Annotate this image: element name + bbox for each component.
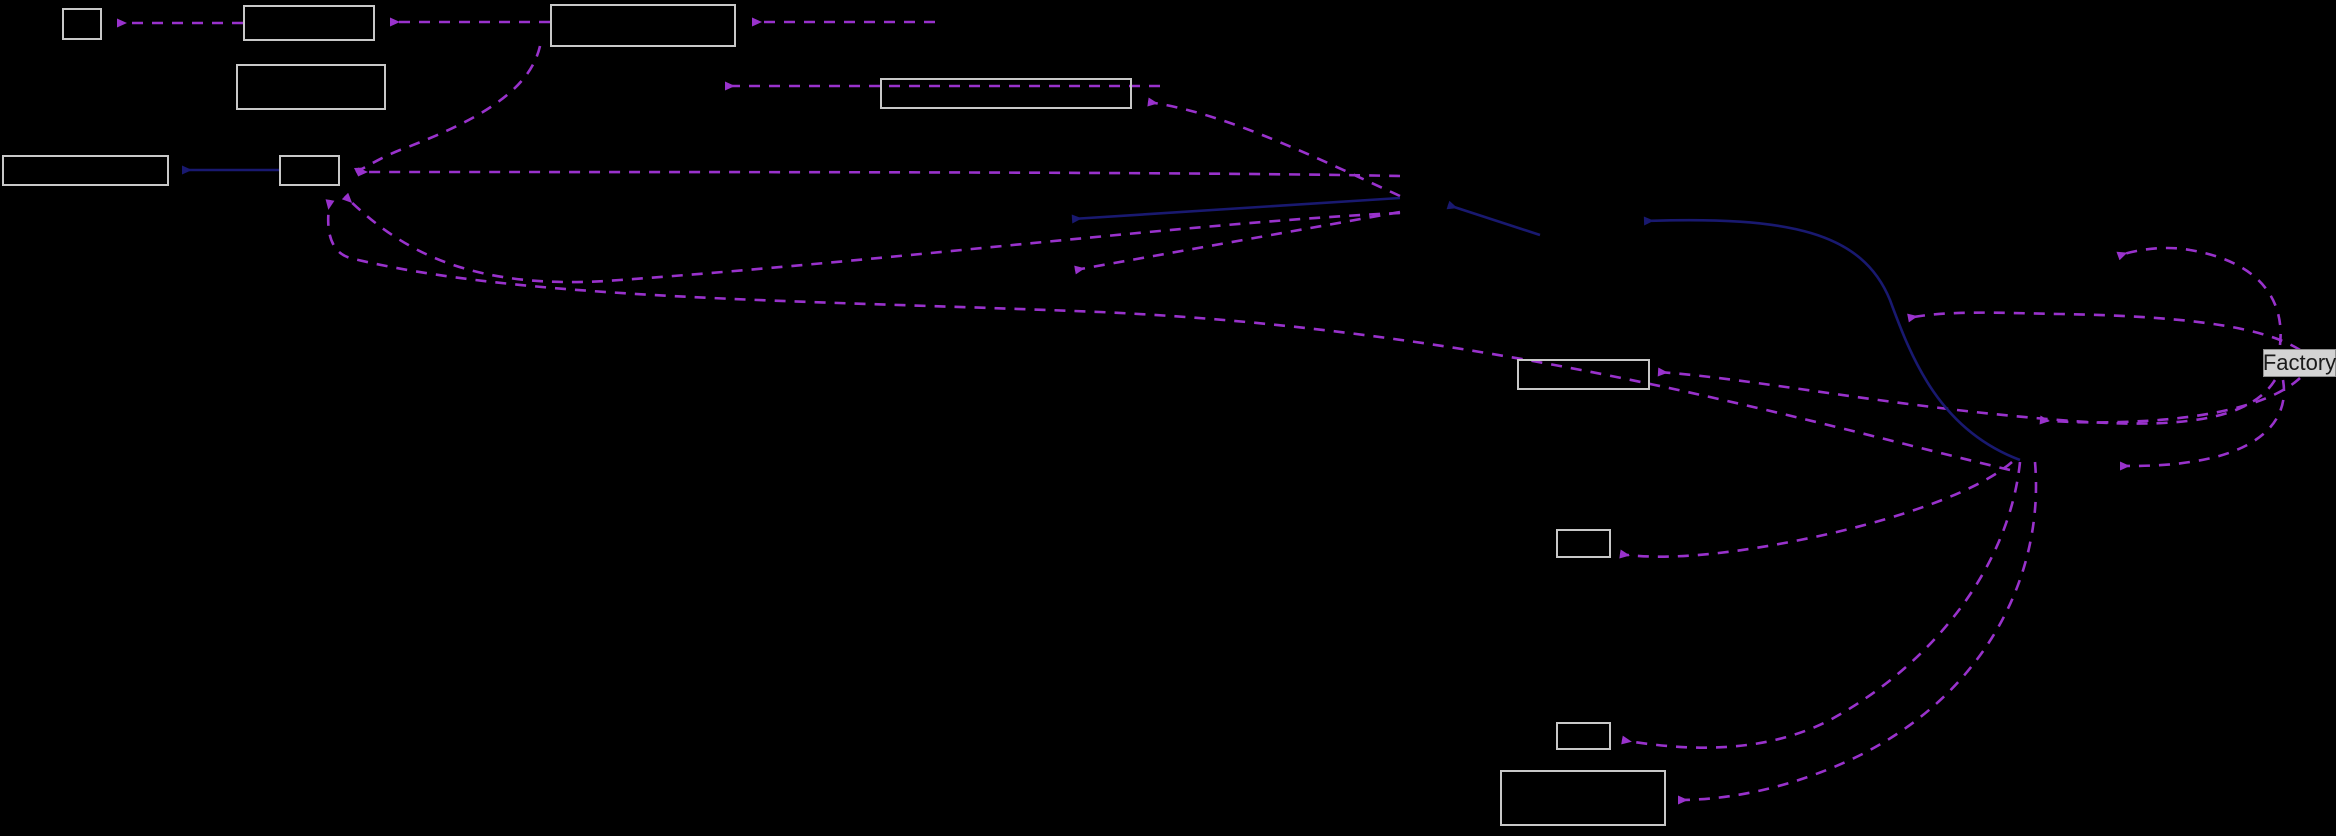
edge-factory-n9 bbox=[1621, 461, 2022, 749]
edge-factory-f3 bbox=[2039, 377, 2301, 425]
node-box[interactable] bbox=[2, 155, 169, 186]
edge-hub-n6-lower bbox=[341, 192, 1401, 284]
node-box[interactable] bbox=[550, 4, 736, 47]
edge-hub-fanmid bbox=[1074, 210, 1401, 275]
node-box[interactable] bbox=[1500, 770, 1666, 826]
node-box[interactable] bbox=[236, 64, 386, 110]
edge-hub-stub bbox=[1446, 200, 1541, 237]
edge-bottom-sweep bbox=[325, 199, 2011, 472]
edge-hub-n6 bbox=[357, 167, 1401, 178]
node-box[interactable] bbox=[279, 155, 340, 186]
edge-group-inheritance bbox=[182, 165, 2021, 462]
node-box[interactable] bbox=[880, 78, 1132, 109]
edge-hub-n4 bbox=[1147, 97, 1401, 198]
node-box[interactable] bbox=[243, 5, 375, 41]
edge-factory-f1 bbox=[2116, 246, 2282, 346]
node-box[interactable] bbox=[1556, 529, 1611, 558]
edge-factory-f4 bbox=[2119, 379, 2286, 471]
edge-factory-n7 bbox=[1657, 367, 2277, 425]
edge-factory-blue bbox=[1643, 216, 2021, 462]
node-factory-label: Factory bbox=[2262, 350, 2336, 375]
edge-factory-n10 bbox=[1677, 461, 2038, 805]
edge-factory-f2 bbox=[1907, 311, 2301, 352]
edge-n2-n6 bbox=[353, 45, 542, 177]
node-factory[interactable]: Factory bbox=[2263, 349, 2336, 377]
node-box[interactable] bbox=[1556, 722, 1611, 750]
node-box[interactable] bbox=[62, 8, 102, 40]
node-box[interactable] bbox=[1517, 359, 1650, 390]
edge-factory-n8 bbox=[1619, 461, 2013, 559]
edge-group-usage bbox=[117, 17, 2301, 805]
edge-hub-mid bbox=[1071, 196, 1401, 224]
